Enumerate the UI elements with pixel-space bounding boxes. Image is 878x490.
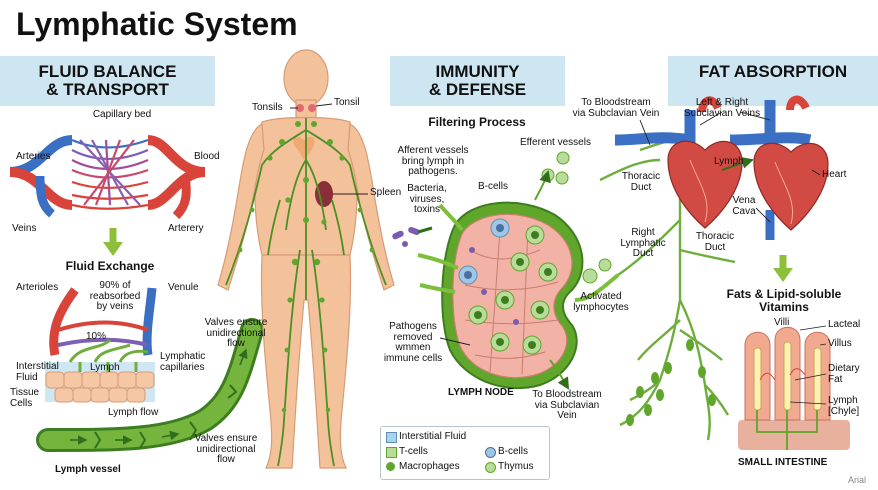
legend-swatch-tcells [386,447,397,458]
header-fat-absorption: FAT ABSORPTION [698,62,848,81]
label-arterioles: Arterioles [16,282,59,293]
label-lymph-fat: Lymph [714,156,744,167]
node-cells [458,218,558,355]
label-vena-cava: Vena Cava [732,195,756,217]
label-left-right-veins: Left & Right Subclavian Veins [683,97,761,119]
page-title: Lymphatic System [16,6,298,42]
label-tonsil: Tonsil [334,97,360,108]
label-interstitial-fluid: Interstitial Fluid [16,361,59,383]
label-bacteria: Bacteria, viruses, toxins [407,183,447,215]
label-dietary-fat: Dietary Fat [828,363,860,385]
body-lymph-nodes [237,121,375,413]
label-villus: Villus [828,338,852,349]
bacteria-icons [392,226,420,247]
legend-swatch-thymus [485,462,496,473]
label-fats-vitamins: Fats & Lipid-soluble Vitamins [726,287,842,314]
label-lymph-flow: Lymph flow [108,407,159,418]
label-to-bloodstream-top: To Bloodstream via Subclavian Vein [572,97,660,119]
label-venule: Venule [168,282,199,293]
label-thoracic-duct-2: Thoracic Duct [695,231,735,253]
label-lymph-vessel: Lymph vessel [55,464,121,475]
label-heart: Heart [822,169,847,180]
header-band-immunity [390,56,565,106]
header-immunity: IMMUNITY & DEFENSE [428,62,527,99]
label-arterery: Arterery [168,223,204,234]
header-band-fat [668,56,878,106]
header-band-fluid [0,56,215,106]
label-villi: Villi [774,317,790,328]
tonsil-right [308,104,316,112]
label-veins: Veins [12,223,37,234]
label-activated: Activated lymphocytes [573,291,629,313]
label-thoracic-duct-1: Thoracic Duct [621,171,661,193]
afferent-vessels [417,203,620,302]
label-afferent: Afferent vessels bring lymph in pathogen… [397,145,469,177]
watermark: Arial [848,475,867,485]
label-lymphatic-capillaries: Lymphatic capillaries [160,351,206,373]
label-valves-top: Valves ensure unidirectional flow [204,317,268,349]
label-small-intestine: SMALL INTESTINE [738,457,828,468]
label-ten-percent: 10% [86,331,107,342]
label-filtering-process: Filtering Process [428,115,526,129]
label-spleen: Spleen [370,187,402,198]
tonsil-leader [315,103,333,107]
legend-box: Interstitial Fluid T-cells Macrophages B… [380,426,550,480]
legend-interstitial: Interstitial Fluid [399,431,467,442]
label-lymph-chyle: Lymph [Chyle] [828,395,860,417]
lymphatic-tree [599,138,736,441]
label-reabsorbed: 90% of reabsorbed by veins [89,280,141,312]
legend-tcells: T-cells [399,446,428,457]
capillary-bed-diagram [9,135,206,256]
human-body-figure [217,49,395,469]
label-lymph-node: LYMPH NODE [448,387,514,398]
label-bcells-node: B-cells [478,181,509,192]
lymph-vessel-diagram [36,318,264,452]
label-blood: Blood [194,151,220,162]
label-fluid-exchange: Fluid Exchange [65,259,155,273]
label-capillary-bed: Capillary bed [92,109,152,120]
legend-swatch-interstitial [386,432,397,443]
heart-diagram [614,95,829,282]
header-fluid-balance: FLUID BALANCE & TRANSPORT [38,62,177,99]
tonsil-left [296,104,304,112]
label-right-lymphatic: Right Lymphatic Duct [620,227,666,259]
legend-swatch-macrophages [386,462,395,471]
legend-thymus: Thymus [498,461,534,472]
label-arteries: Arteries [16,151,51,162]
label-tissue-cells: Tissue Cells [10,387,40,409]
label-efferent: Efferent vessels [520,137,591,148]
label-valves-bottom: Valves ensure unidirectional flow [194,433,258,465]
legend-swatch-bcells [485,447,496,458]
body-lymph-vessels [225,118,387,467]
legend-macrophages: Macrophages [399,461,460,472]
label-lymph: Lymph [90,362,120,373]
label-tonsils: Tonsils [252,102,283,113]
label-to-bloodstream-node: To Bloodstream via Subclavian Vein [532,389,602,421]
label-pathogens: Pathogens removed wmmen immune cells [383,321,443,364]
fluid-exchange-diagram [45,287,157,403]
lymph-node-diagram [392,151,620,390]
spleen-organ [315,181,333,207]
intestine-villi [738,325,850,450]
legend-bcells: B-cells [498,446,529,457]
label-lacteal: Lacteal [828,319,861,330]
